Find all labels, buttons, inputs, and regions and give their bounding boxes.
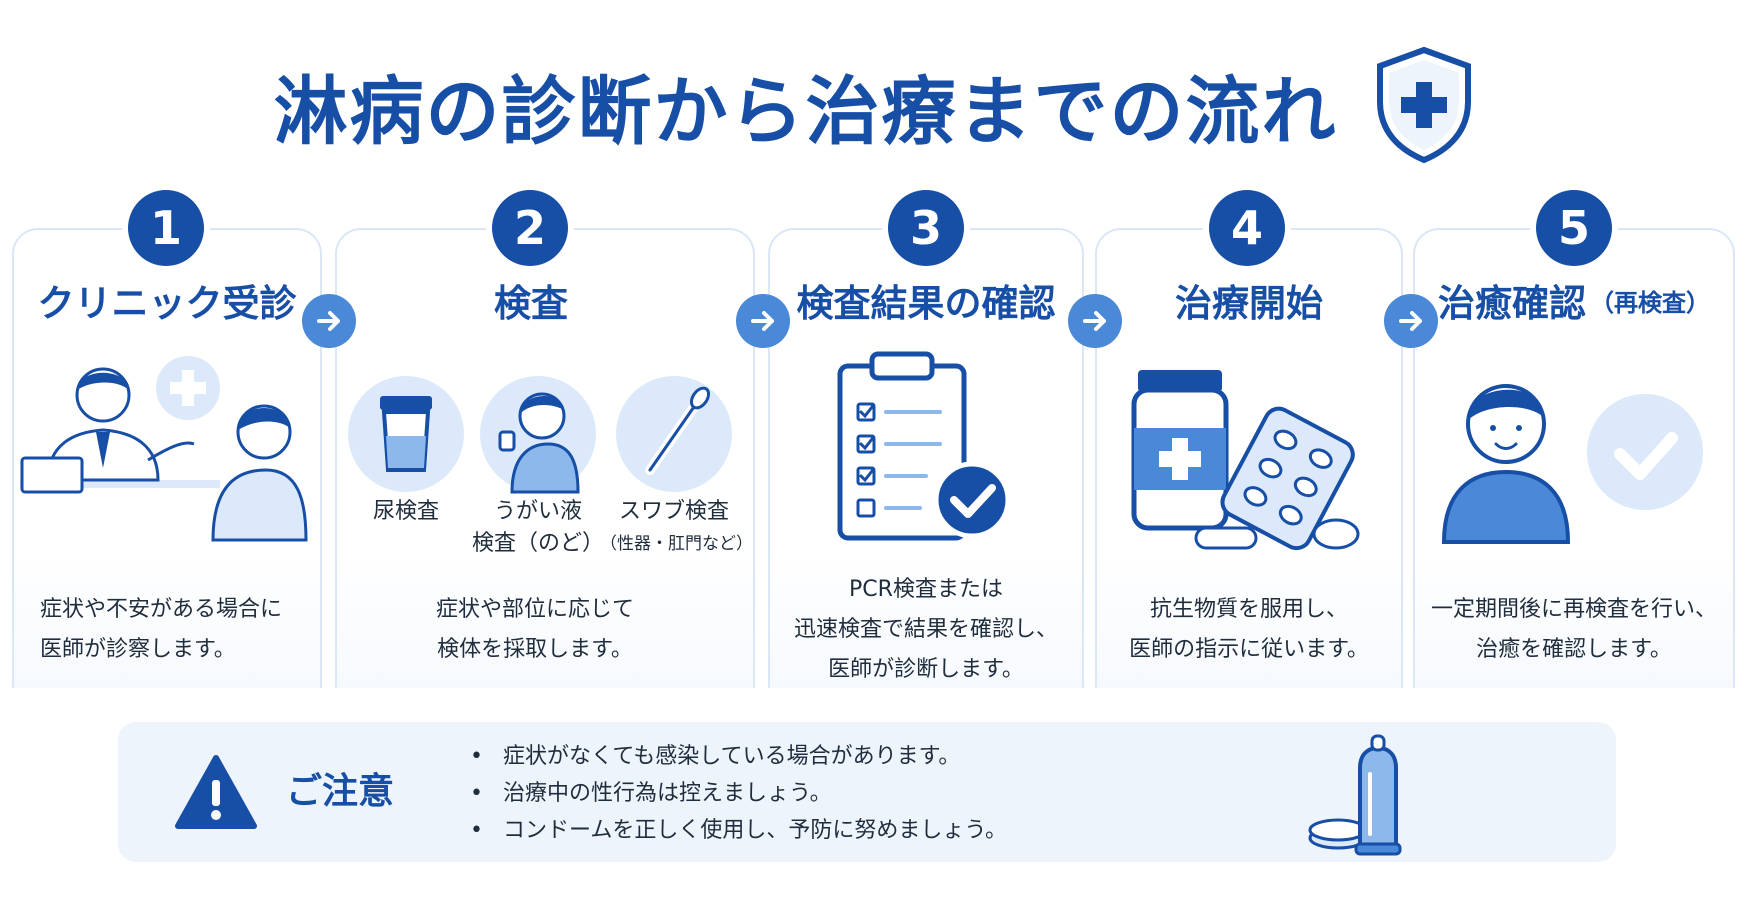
step-title-5-sub: （再検査） (1590, 288, 1710, 317)
step-desc-1: 症状や不安がある場合に 医師が診察します。 (12, 590, 322, 670)
test-label-swab-sub: （性器・肛門など） (600, 534, 753, 554)
swab-icon (616, 376, 732, 492)
arrow-right-icon (751, 311, 774, 331)
title-area: 淋病の診断から治療までの流れ (0, 40, 1747, 170)
medicine-icon (1131, 370, 1360, 551)
step-desc-5-line-1: 一定期間後に再検査を行い、 (1430, 597, 1717, 622)
notice-list: 症状がなくても感染している場合があります。 治療中の性行為は控えましょう。 コン… (470, 738, 1007, 849)
step-number-1: 1 (128, 190, 204, 266)
step-desc-5: 一定期間後に再検査を行い、 治癒を確認します。 (1413, 590, 1735, 670)
step-title-4-text: 治療開始 (1175, 282, 1323, 325)
notice-panel: ご注意 症状がなくても感染している場合があります。 治療中の性行為は控えましょう… (118, 722, 1616, 862)
step-title-2: 検査 (335, 270, 727, 330)
step-desc-4-line-2: 医師の指示に従います。 (1129, 637, 1369, 662)
step-title-3-text: 検査結果の確認 (796, 282, 1056, 325)
step-desc-1-line-2: 医師が診察します。 (40, 637, 236, 662)
test-label-swab-main: スワブ検査 (618, 499, 729, 524)
notice-item-2: 治療中の性行為は控えましょう。 (470, 775, 1007, 812)
test-label-urine: 尿検査 (372, 499, 439, 524)
notice-item-3: コンドームを正しく使用し、予防に努めましょう。 (470, 812, 1007, 849)
urine-cup-icon (348, 376, 464, 492)
step-desc-3-line-3: 医師が診断します。 (828, 657, 1024, 682)
arrow-right-icon (317, 311, 340, 331)
step-number-4: 4 (1209, 190, 1285, 266)
arrow-4-5 (1384, 294, 1438, 348)
step-desc-3-line-1: PCR検査または (849, 577, 1003, 602)
step-desc-5-line-2: 治癒を確認します。 (1476, 637, 1672, 662)
step-desc-2-line-2: 検体を採取します。 (437, 637, 633, 662)
step-title-1-text: クリニック受診 (37, 282, 297, 325)
step-desc-2-line-1: 症状や部位に応じて (435, 597, 634, 622)
test-label-gargle-main: うがい液 (493, 499, 582, 524)
step-number-2: 2 (492, 190, 568, 266)
doctor-patient-icon (20, 356, 308, 542)
notice-title: ご注意 (286, 771, 395, 812)
test-label-gargle-sub: 検査（のど） (471, 531, 604, 556)
arrow-right-icon (1083, 311, 1106, 331)
step-title-5: 治癒確認（再検査） (1413, 270, 1735, 330)
medical-shield-icon (1376, 46, 1471, 164)
gargle-icon (480, 376, 596, 494)
step-desc-3: PCR検査または 迅速検査で結果を確認し、 医師が診断します。 (768, 570, 1084, 690)
step-desc-4: 抗生物質を服用し、 医師の指示に従います。 (1095, 590, 1403, 670)
step-title-2-text: 検査 (494, 282, 568, 325)
test-label-gargle: うがい液 検査（のど） (462, 496, 614, 560)
arrow-1-2 (302, 294, 356, 348)
notice-item-1: 症状がなくても感染している場合があります。 (470, 738, 1007, 775)
warning-icon (175, 755, 257, 829)
step-title-3: 検査結果の確認 (768, 270, 1084, 330)
step-desc-3-line-2: 迅速検査で結果を確認し、 (793, 617, 1058, 642)
step-number-3: 3 (888, 190, 964, 266)
arrow-3-4 (1068, 294, 1122, 348)
step-desc-1-line-1: 症状や不安がある場合に (40, 597, 283, 622)
step-title-4: 治療開始 (1095, 270, 1403, 330)
step-title-5-text: 治癒確認 (1438, 282, 1586, 325)
healthy-person-icon (1441, 384, 1703, 544)
step-title-1: クリニック受診 (12, 270, 322, 330)
step-desc-4-line-1: 抗生物質を服用し、 (1149, 597, 1348, 622)
step-desc-2: 症状や部位に応じて 検体を採取します。 (335, 590, 735, 670)
page-title: 淋病の診断から治療までの流れ (273, 68, 1338, 155)
arrow-2-3 (736, 294, 790, 348)
arrow-right-icon (1399, 311, 1422, 331)
condom-icon (1308, 734, 1402, 856)
test-label-swab: スワブ検査 （性器・肛門など） (600, 496, 753, 560)
step-number-5: 5 (1536, 190, 1612, 266)
clipboard-check-icon (837, 351, 1011, 541)
